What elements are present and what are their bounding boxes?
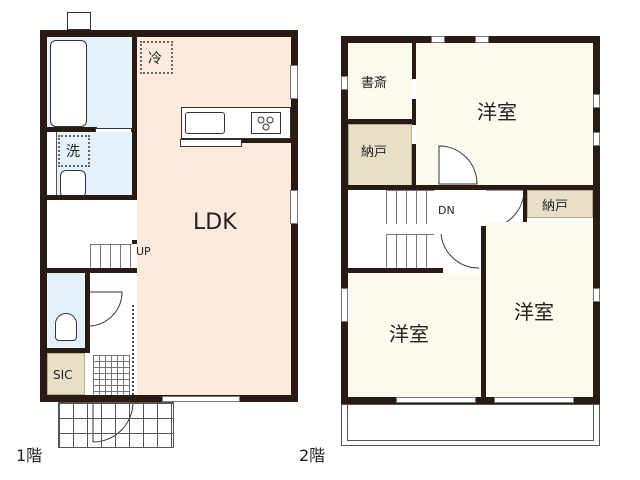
wall: [85, 273, 90, 353]
window: [593, 94, 600, 108]
wall: [341, 36, 600, 43]
bathtub-icon: [50, 40, 87, 127]
floor1-plan: LDK 冷 洗 UP SIC: [40, 12, 300, 443]
wall: [40, 268, 137, 273]
window: [290, 190, 298, 224]
stove-icon: [251, 112, 281, 134]
sic-closet: [47, 353, 85, 395]
wall: [40, 30, 47, 402]
porch-tiles: [58, 402, 174, 448]
study-label: 書斎: [361, 76, 388, 91]
wall: [132, 37, 137, 197]
wall: [242, 139, 298, 143]
wall: [47, 127, 97, 132]
toilet-icon: [55, 313, 77, 341]
hall: [90, 273, 132, 348]
study-room: [348, 43, 412, 119]
wall: [593, 36, 600, 404]
window: [431, 36, 445, 43]
floor1-label: 1階: [16, 446, 43, 465]
balcony-inner: [347, 405, 594, 441]
entrance-floor: [93, 355, 130, 395]
stair-treads: [386, 190, 434, 224]
window: [341, 288, 348, 322]
wall: [348, 119, 416, 124]
window: [593, 288, 600, 302]
floor2-label: 2階: [299, 446, 326, 465]
wall: [341, 36, 348, 404]
window: [341, 76, 348, 90]
ldk-side-dots: [132, 305, 135, 395]
wall: [412, 99, 416, 125]
bedroom-main-label: 洋室: [477, 100, 517, 124]
stair-treads: [90, 244, 132, 270]
storage-right: [527, 190, 593, 218]
ldk-label: LDK: [193, 210, 237, 235]
vent-hood: [67, 12, 91, 30]
sink-icon: [185, 112, 225, 134]
fridge-space: [140, 41, 173, 74]
washbasin-icon: [60, 170, 86, 198]
wall: [348, 268, 443, 273]
burner-icon: [257, 116, 274, 131]
fridge-label: 冷: [148, 51, 162, 67]
stairs-up-label[interactable]: UP: [136, 245, 151, 258]
window: [290, 65, 298, 99]
storage-left-label: 納戸: [361, 145, 388, 160]
wall: [412, 144, 416, 189]
bedroom-left-label: 洋室: [389, 322, 429, 346]
wall: [40, 348, 90, 353]
door-swing: [440, 233, 480, 269]
floor2-plan: 書斎 納戸 洋室 DN 納戸 洋室 洋室: [341, 36, 601, 406]
storage-left: [348, 124, 412, 187]
counter-bar: [180, 139, 242, 147]
wall: [523, 190, 527, 222]
hall: [436, 190, 486, 268]
sic-label: SIC: [53, 368, 73, 382]
toilet-door-swing: [87, 291, 123, 327]
sliding-window: [494, 397, 574, 403]
ldk-room: [137, 37, 291, 395]
wall: [40, 395, 137, 402]
wall: [412, 43, 416, 79]
wall: [40, 195, 137, 200]
bedroom-right-label: 洋室: [514, 300, 554, 324]
washroom-label: 洗: [66, 144, 80, 160]
washer-space: [58, 135, 90, 167]
bathtub-inner: [46, 36, 90, 120]
stairs-down-label[interactable]: DN: [438, 204, 455, 217]
door-swing: [438, 145, 478, 185]
sliding-window: [162, 396, 240, 402]
bedroom-right: [486, 222, 593, 397]
window: [475, 36, 489, 43]
closet-x: [47, 132, 57, 197]
storage-right-label: 納戸: [542, 199, 569, 214]
wall: [341, 185, 600, 190]
stair-treads: [386, 234, 434, 268]
wall: [481, 226, 486, 401]
balcony: [341, 404, 600, 446]
window: [593, 132, 600, 146]
bedroom-left: [348, 273, 481, 397]
sliding-window: [396, 397, 476, 403]
wall: [40, 30, 298, 37]
